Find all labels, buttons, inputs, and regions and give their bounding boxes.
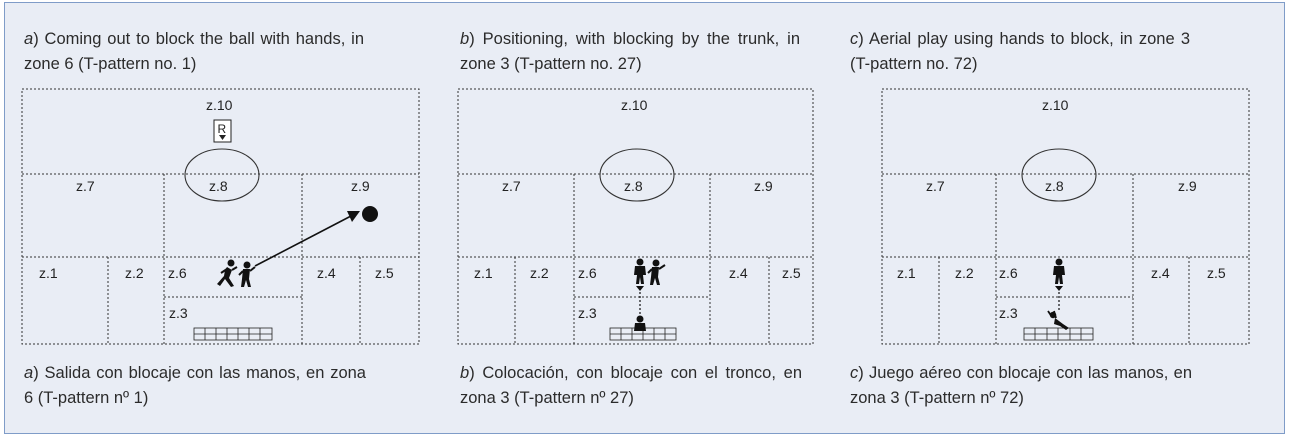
panel-c-caption-es: c) Juego aéreo con blocaje con las manos… <box>850 361 1192 411</box>
zone-4-label: z.4 <box>317 265 336 281</box>
zone-6-label: z.6 <box>578 265 597 281</box>
caption-text: ) Salida con blocaje con las manos, en z… <box>24 364 366 407</box>
ball-icon <box>362 206 378 222</box>
zone-6-label: z.6 <box>168 265 187 281</box>
zone-4-label: z.4 <box>1151 265 1170 281</box>
zone-3-label: z.3 <box>169 305 188 321</box>
panel-b-caption-es: b) Colocación, con blocaje con el tronco… <box>460 361 802 411</box>
zone-1-label: z.1 <box>39 265 58 281</box>
zone-2-label: z.2 <box>530 265 549 281</box>
goalkeeper-running-icon <box>217 259 238 287</box>
zone-4-label: z.4 <box>729 265 748 281</box>
zone-9-label: z.9 <box>754 178 773 194</box>
zone-2-label: z.2 <box>955 265 974 281</box>
zone-3-label: z.3 <box>999 305 1018 321</box>
zone-5-label: z.5 <box>1207 265 1226 281</box>
zone-8-label: z.8 <box>624 178 643 194</box>
zone-2-label: z.2 <box>125 265 144 281</box>
zone-3-label: z.3 <box>578 305 597 321</box>
zone-1-label: z.1 <box>897 265 916 281</box>
referee-marker: R <box>213 119 232 143</box>
panel-c: c) Aerial play using hands to block, in … <box>850 3 1270 435</box>
panel-b: b) Positioning, with blocking by the tru… <box>457 3 880 435</box>
zone-8-label: z.8 <box>1045 178 1064 194</box>
caption-text: ) Positioning, with blocking by the trun… <box>460 30 800 73</box>
trajectory-arrow <box>254 215 352 267</box>
goalkeeper-position-icon <box>634 315 646 331</box>
goalkeeper-diving-icon <box>1047 310 1069 330</box>
panel-label: b <box>460 30 470 48</box>
movement-arrow <box>636 286 644 291</box>
panel-label: c <box>850 364 859 382</box>
zone-7-label: z.7 <box>76 178 95 194</box>
goalkeeper-icon <box>1053 258 1065 284</box>
caption-text: ) Aerial play using hands to block, in z… <box>850 30 1190 73</box>
panel-a-caption-en: a) Coming out to block the ball with han… <box>24 27 364 77</box>
zone-9-label: z.9 <box>351 178 370 194</box>
panel-c-caption-en: c) Aerial play using hands to block, in … <box>850 27 1190 77</box>
movement-arrow <box>1055 286 1063 291</box>
field-diagram-b: z.10 z.7 z.8 z.9 z.1 z.2 z.6 z.4 z.5 z.3 <box>457 88 814 345</box>
zone-1-label: z.1 <box>474 265 493 281</box>
zone-9-label: z.9 <box>1178 178 1197 194</box>
caption-text: ) Coming out to block the ball with hand… <box>24 30 364 73</box>
panel-a-caption-es: a) Salida con blocaje con las manos, en … <box>24 361 366 411</box>
panel-label: c <box>850 30 859 48</box>
player-icon <box>647 259 666 285</box>
goal <box>1023 327 1094 341</box>
zone-7-label: z.7 <box>926 178 945 194</box>
zone-8-label: z.8 <box>209 178 228 194</box>
panel-label: a <box>24 364 34 382</box>
figure-frame: a) Coming out to block the ball with han… <box>4 2 1285 434</box>
field-diagram-a: z.10 R z.7 z.8 z.9 z.1 z.2 z.6 z.4 z.5 z… <box>21 88 420 345</box>
zone-6-label: z.6 <box>999 265 1018 281</box>
zone-10-label: z.10 <box>206 97 233 113</box>
panel-label: b <box>460 364 470 382</box>
zone-5-label: z.5 <box>782 265 801 281</box>
zone-10-label: z.10 <box>1042 97 1069 113</box>
panel-a: a) Coming out to block the ball with han… <box>21 3 444 435</box>
zone-10-label: z.10 <box>621 97 648 113</box>
panel-label: a <box>24 30 34 48</box>
arrow-head <box>347 211 360 222</box>
referee-label: R <box>218 122 227 136</box>
caption-text: ) Colocación, con blocaje con el tronco,… <box>460 364 802 407</box>
player-icon <box>238 261 256 287</box>
panel-b-caption-en: b) Positioning, with blocking by the tru… <box>460 27 800 77</box>
goal <box>193 327 273 341</box>
caption-text: ) Juego aéreo con blocaje con las manos,… <box>850 364 1192 407</box>
zone-5-label: z.5 <box>375 265 394 281</box>
zone-7-label: z.7 <box>502 178 521 194</box>
goalkeeper-blocking-icon <box>634 258 646 284</box>
field-diagram-c: z.10 z.7 z.8 z.9 z.1 z.2 z.6 z.4 z.5 z.3 <box>881 88 1250 345</box>
